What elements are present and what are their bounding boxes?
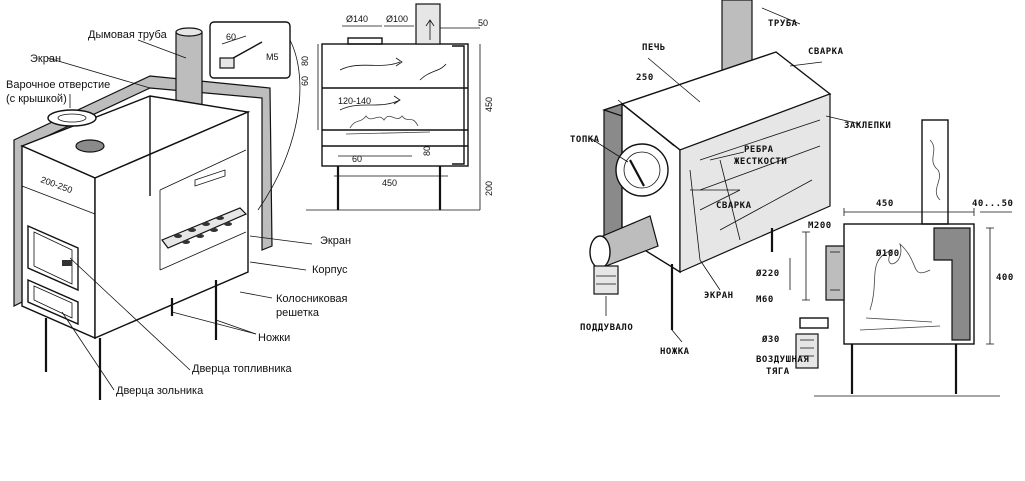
label-weld-side: СВАРКА bbox=[716, 201, 752, 211]
dim-450-h: 450 bbox=[484, 97, 494, 112]
label-chimney: Дымовая труба bbox=[88, 29, 168, 41]
label-rivets: ЗАКЛЕПКИ bbox=[844, 121, 891, 131]
dim-450-w: 450 bbox=[382, 178, 397, 188]
label-fuel-door: Дверца топливника bbox=[192, 363, 293, 375]
chimney-pipe-shape bbox=[175, 31, 203, 113]
dim-d30: Ø30 bbox=[761, 334, 780, 345]
label-screen: ЭКРАН bbox=[704, 291, 734, 301]
label-screen-top: Экран bbox=[30, 53, 61, 65]
dim-200: 200 bbox=[484, 181, 494, 196]
dim-60-v: 60 bbox=[300, 76, 310, 86]
left-stove-illustration: Дымовая труба Экран Варочное отверстие (… bbox=[6, 21, 351, 400]
dim-60-w: 60 bbox=[352, 154, 362, 164]
middle-chimney bbox=[415, 3, 441, 45]
bolt-thread: M5 bbox=[266, 52, 279, 62]
bolt-length: 60 bbox=[226, 32, 236, 42]
label-grate: Колосниковая bbox=[276, 293, 348, 305]
dim-m60: M60 bbox=[756, 295, 774, 305]
label-ribs: РЕБРА bbox=[744, 145, 774, 155]
dim-d220: Ø220 bbox=[755, 268, 780, 279]
dim-d100-right: Ø100 bbox=[875, 248, 900, 259]
dim-80-top: 80 bbox=[300, 56, 310, 66]
dim-d140: Ø140 bbox=[346, 14, 368, 24]
right-stove-illustration: ТРУБА СВАРКА ПЕЧЬ ЗАКЛЕПКИ ТОПКА РЕБРА Ж… bbox=[570, 0, 891, 357]
dim-450-right: 450 bbox=[876, 199, 894, 209]
label-air-draft-2: ТЯГА bbox=[766, 367, 790, 377]
dim-m200: M200 bbox=[808, 221, 832, 231]
label-firebox: ТОПКА bbox=[570, 135, 600, 145]
label-cooking-hole: Варочное отверстие bbox=[6, 79, 110, 91]
ash-door-shape bbox=[27, 278, 79, 326]
label-screen-side: Экран bbox=[320, 235, 351, 247]
fuel-door-shape bbox=[27, 224, 79, 292]
middle-section-drawing: Ø140 Ø100 50 80 60 120-140 450 80 60 450… bbox=[300, 3, 494, 211]
label-legs: Ножки bbox=[258, 332, 290, 344]
label-pipe: ТРУБА bbox=[768, 19, 798, 29]
dim-400: 400 bbox=[996, 273, 1014, 283]
label-ash-door: Дверца зольника bbox=[116, 385, 204, 397]
dim-80-mid: 80 bbox=[422, 146, 432, 156]
cooking-hole-lid bbox=[47, 109, 97, 127]
label-body: Корпус bbox=[312, 264, 348, 276]
label-stove: ПЕЧЬ bbox=[642, 43, 666, 53]
label-air-draft: ВОЗДУШНАЯ bbox=[756, 355, 809, 365]
dim-50: 50 bbox=[478, 18, 488, 28]
label-cooking-hole-lid: (с крышкой) bbox=[6, 93, 67, 105]
dim-250: 250 bbox=[636, 73, 654, 83]
label-blower: ПОДДУВАЛО bbox=[580, 323, 633, 333]
blower-box bbox=[593, 265, 619, 295]
dim-40-50: 40...50 bbox=[972, 199, 1013, 209]
right-section-drawing: 450 40...50 M200 Ø100 Ø220 M60 Ø30 ВОЗДУ… bbox=[755, 119, 1014, 397]
dim-d100: Ø100 bbox=[386, 14, 408, 24]
label-leg: НОЖКА bbox=[660, 347, 690, 357]
label-ribs-2: ЖЕСТКОСТИ bbox=[734, 157, 787, 167]
cooking-hole-shape bbox=[75, 139, 105, 153]
label-weld-top: СВАРКА bbox=[808, 47, 844, 57]
dim-120-140: 120-140 bbox=[338, 96, 371, 106]
label-grate-2: решетка bbox=[276, 307, 320, 319]
